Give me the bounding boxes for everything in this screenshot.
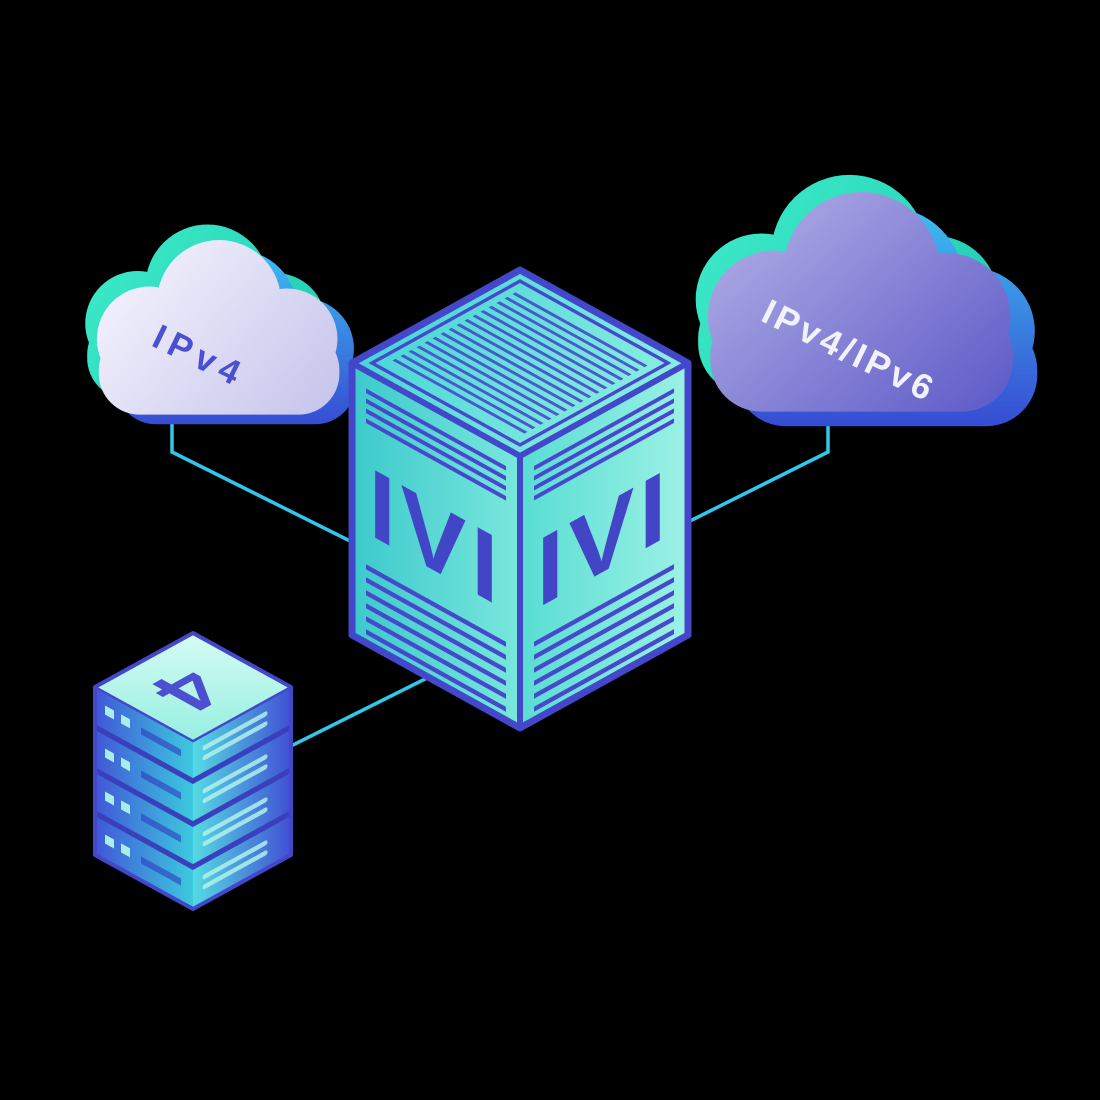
server-unit-side	[193, 729, 291, 821]
server-unit-side	[193, 815, 291, 907]
server-stack: 4	[92, 631, 294, 911]
ivi-translator-box: IVI IVI	[348, 266, 692, 732]
server-stack-front-faces	[95, 687, 193, 908]
top-face-inner-frame	[368, 279, 672, 447]
server-stack-outline	[93, 631, 293, 911]
box-top-face-detail	[368, 279, 672, 447]
server-stack-side-faces	[193, 686, 291, 907]
ipv4-ipv6-cloud: IPv4/IPv6	[695, 174, 1038, 427]
ipv4-cloud: IPv4	[85, 224, 356, 425]
server-unit-side	[193, 686, 291, 778]
server-unit-side	[193, 772, 291, 864]
